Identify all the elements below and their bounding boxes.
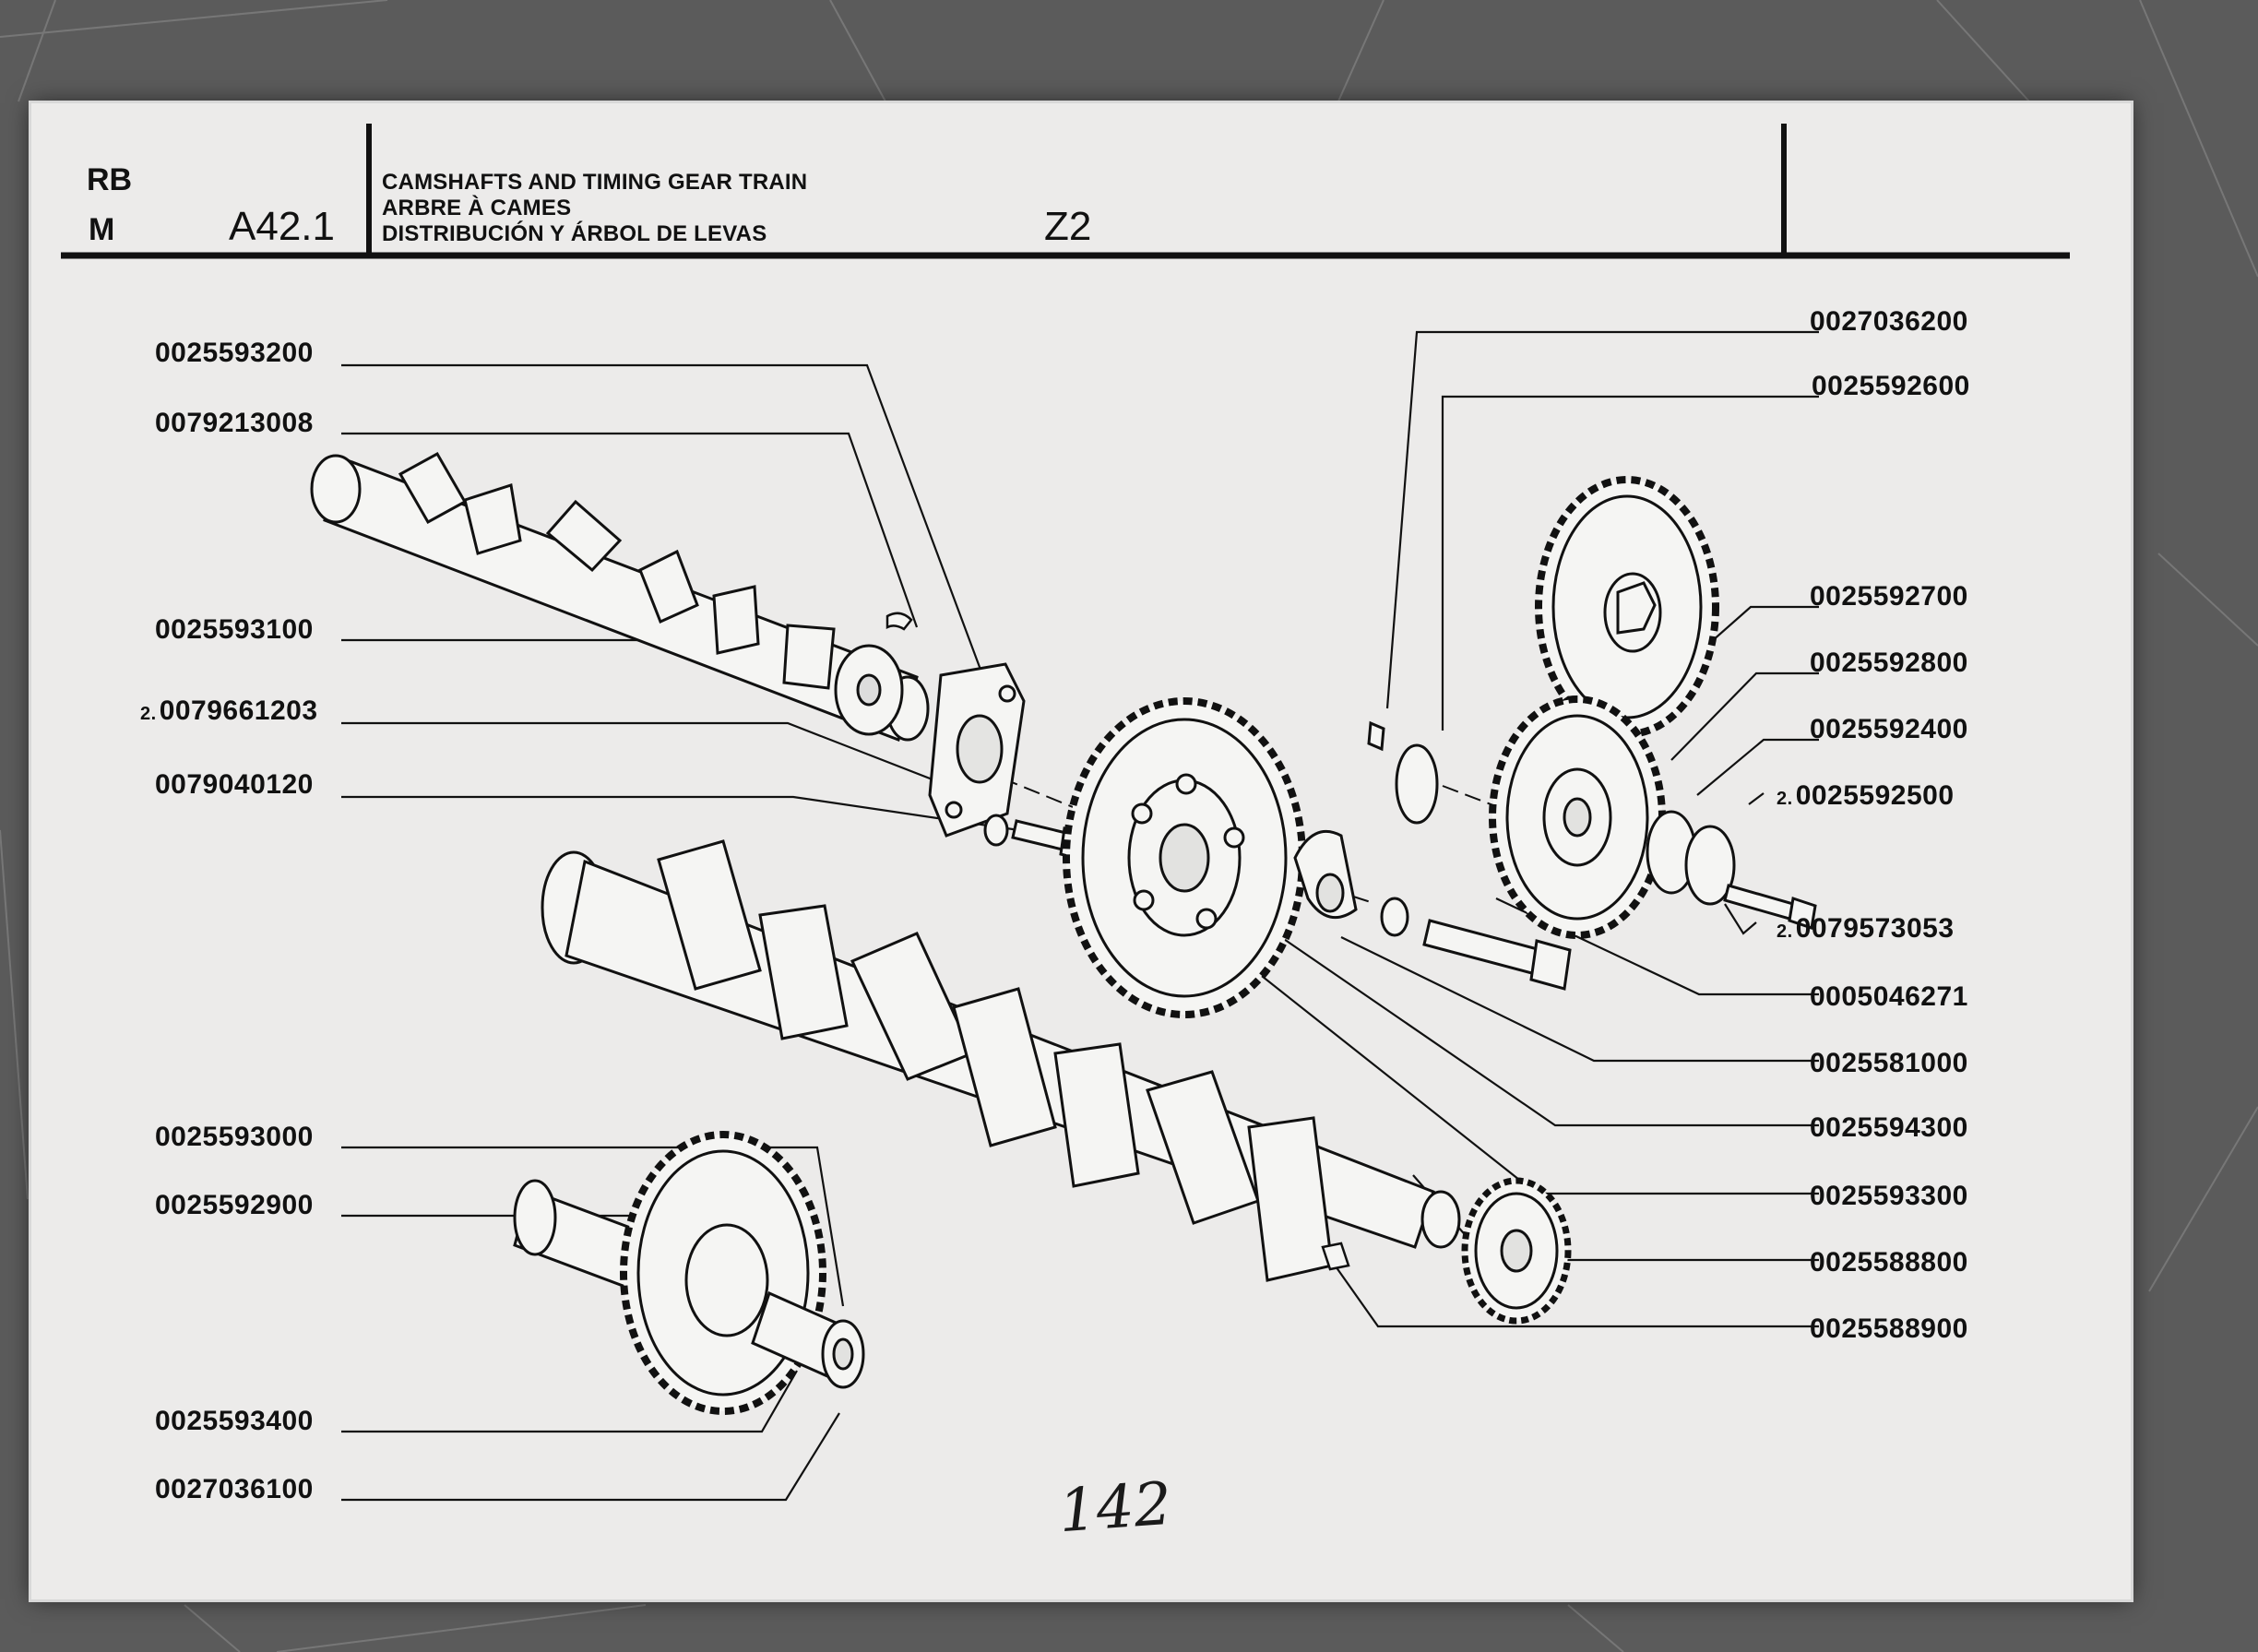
part-number-label: 0025592900 [155, 1190, 314, 1220]
part-number-label: 0025581000 [1810, 1048, 1968, 1078]
crankshaft [541, 839, 1461, 1282]
lower-idler-gear [513, 1131, 865, 1415]
title-spanish: DISTRIBUCIÓN Y ÁRBOL DE LEVAS [382, 221, 767, 246]
part-number-label: 0025592400 [1810, 714, 1968, 744]
section-number: A42.1 [229, 204, 335, 249]
catalogue-code-bottom: M [89, 212, 115, 247]
part-number-label: 0025592600 [1812, 371, 1970, 401]
header-rules [61, 124, 2070, 259]
parts-catalogue-sheet: RB M A42.1 CAMSHAFTS AND TIMING GEAR TRA… [31, 103, 2131, 1599]
camshaft-key [885, 612, 913, 631]
idler-gear [1367, 695, 1736, 939]
part-number-label: 0027036100 [155, 1474, 314, 1504]
catalogue-code-top: RB [87, 162, 133, 197]
part-number-label: 2.0079661203 [140, 695, 318, 726]
idler-stud [1723, 884, 1817, 930]
crankshaft-key [1321, 1242, 1350, 1271]
part-number-label: 0025593000 [155, 1122, 314, 1152]
part-number-label: 0025592800 [1810, 648, 1968, 678]
camshaft-gear [1063, 697, 1306, 1018]
part-number-label: 0025588800 [1810, 1247, 1968, 1278]
exploded-view-drawing [61, 124, 2070, 1502]
camshaft [310, 451, 930, 742]
part-number-label: 2.0025592500 [1777, 780, 1955, 811]
part-number-label: 0025588900 [1810, 1313, 1968, 1344]
part-number-label: 0025594300 [1810, 1112, 1968, 1143]
title-french: ARBRE À CAMES [382, 196, 572, 220]
gear-spacer [1293, 830, 1572, 991]
crankshaft-gear [1461, 1177, 1572, 1325]
thrust-plate [928, 662, 1026, 838]
part-number-label: 0079040120 [155, 769, 314, 800]
part-number-label: 2.0079573053 [1777, 913, 1955, 944]
page-number: 142 [1056, 1469, 1174, 1547]
part-number-label: 0025593200 [155, 338, 314, 368]
zone-label: Z2 [1044, 204, 1092, 249]
part-number-label: 0005046271 [1810, 981, 1968, 1012]
injection-pump-gear [1535, 476, 1719, 738]
part-number-label: 0025593100 [155, 614, 314, 645]
title-english: CAMSHAFTS AND TIMING GEAR TRAIN [382, 170, 808, 195]
part-number-label: 0025593400 [155, 1406, 314, 1436]
part-number-label: 0025592700 [1810, 581, 1968, 612]
part-number-label: 0027036200 [1810, 306, 1968, 337]
part-number-label: 0025593300 [1810, 1181, 1968, 1211]
part-number-label: 0079213008 [155, 408, 314, 438]
